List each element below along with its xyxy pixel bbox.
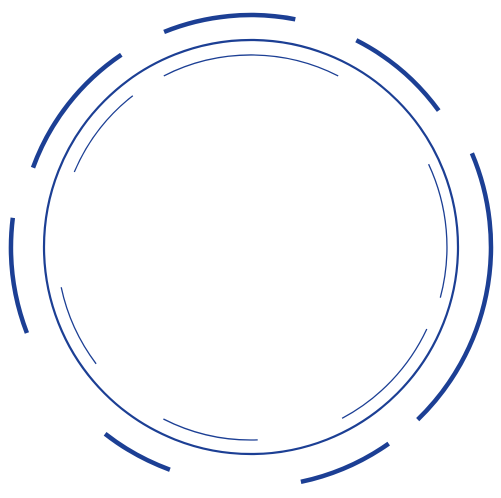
inner-arc-bottom: [163, 418, 258, 441]
outer-arc-bottom-right: [300, 441, 390, 485]
inner-arc-left: [60, 287, 97, 365]
main-circle: [42, 38, 460, 456]
outer-arc-bottom-left: [103, 432, 171, 472]
inner-arc-right: [428, 163, 448, 298]
outer-arc-upper-right: [355, 38, 441, 112]
outer-arc-top: [163, 12, 296, 34]
inner-arc-top: [163, 54, 339, 77]
inner-arc-lower-right: [341, 328, 428, 419]
outer-arc-left: [8, 217, 30, 334]
outer-arc-upper-left: [30, 52, 123, 169]
outer-arc-right: [416, 152, 494, 422]
inner-arc-upper-left: [73, 95, 134, 173]
